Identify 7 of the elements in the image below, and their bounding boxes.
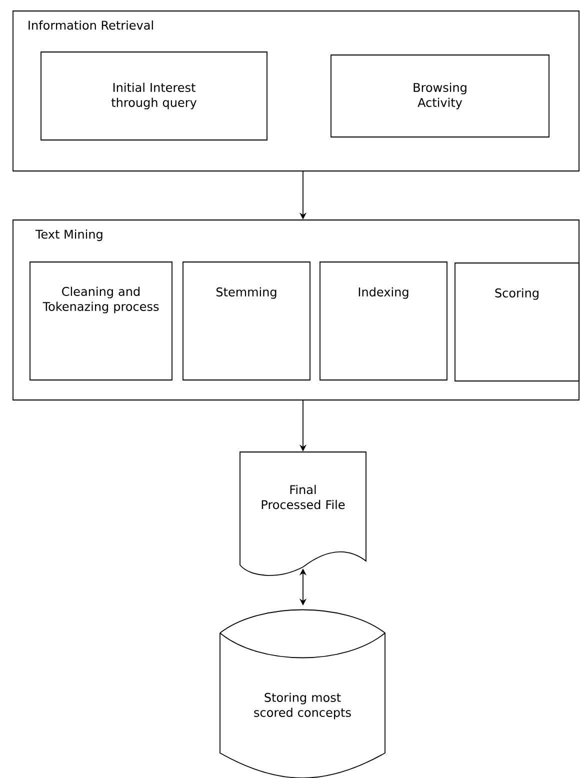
process-box: Scoring <box>454 262 580 382</box>
process-box: Indexing <box>320 262 448 380</box>
process-box: Initial Interest through query <box>40 52 268 140</box>
process-box: Stemming <box>182 262 310 380</box>
database-cylinder: Storing most scored concepts <box>220 609 386 778</box>
process-box: Browsing Activity <box>330 54 550 138</box>
process-box: Cleaning and Tokenazing process <box>30 262 172 380</box>
